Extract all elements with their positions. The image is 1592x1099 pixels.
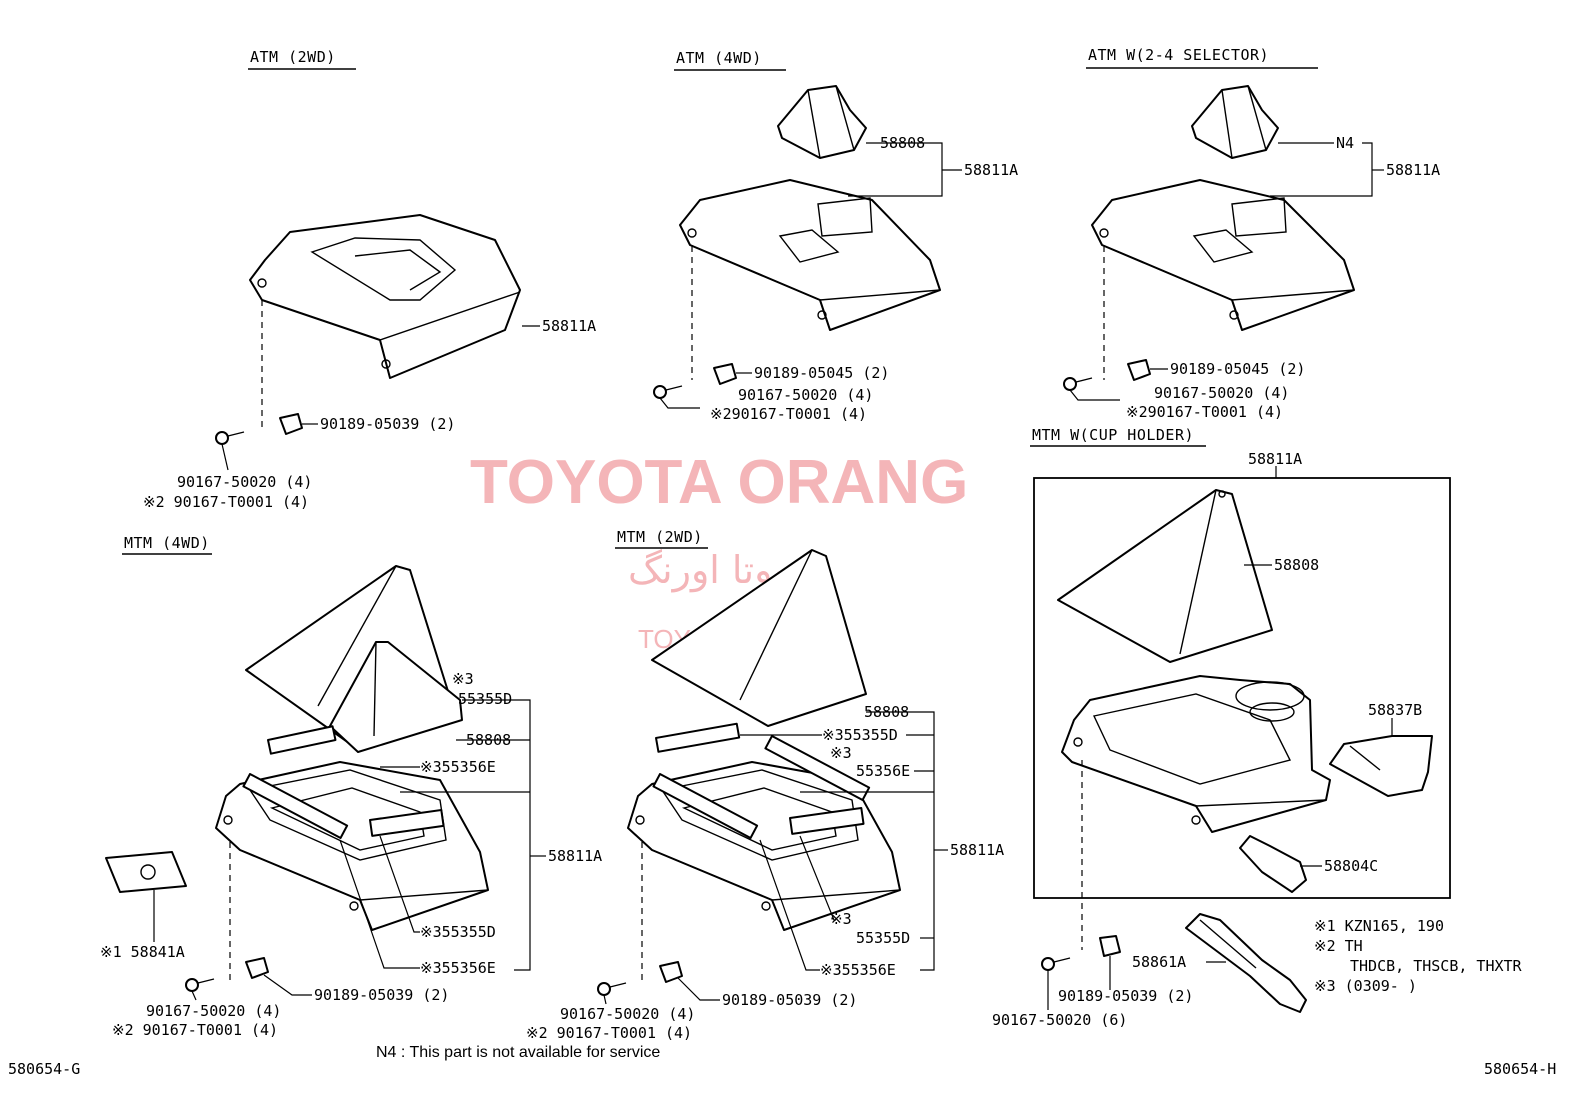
note-2: ※2 TH — [1314, 937, 1363, 955]
console-box-selector — [1091, 179, 1355, 331]
bracket-58861a — [1185, 913, 1307, 1013]
section-atm-selector: ATM W(2-4 SELECTOR) — [1086, 46, 1318, 69]
callout-screw: 90167-50020 (6) — [992, 1011, 1127, 1029]
section-atm-4wd: ATM (4WD) — [674, 49, 786, 71]
figure-code-left: 580654-G — [8, 1060, 80, 1078]
clip-icon — [245, 957, 312, 996]
callout-58808: 58808 — [1274, 556, 1319, 574]
callout-58841a: ※1 58841A — [100, 943, 185, 961]
callout-356-top: ※355356E — [420, 758, 496, 776]
console-box-atm-2wd — [249, 214, 521, 379]
callout-screw: 90167-50020 (4) — [177, 473, 312, 491]
callout-58804c: 58804C — [1324, 857, 1378, 875]
shift-boot-mtm-2wd — [651, 549, 867, 727]
console-box-mtm-4wd — [215, 725, 489, 931]
note-2-models: THDCB, THSCB, THXTR — [1350, 957, 1523, 975]
clip-icon — [279, 413, 318, 435]
callout-n4: N4 — [1336, 134, 1354, 152]
note-3: ※3 (0309- ) — [1314, 977, 1417, 995]
callout-355-bot: ※355355D — [420, 923, 496, 941]
callout-58837b: 58837B — [1368, 701, 1422, 719]
section-title: MTM (4WD) — [124, 534, 210, 552]
callout-clip: 90189-05045 (2) — [754, 364, 889, 382]
callout-screw: 90167-50020 (4) — [146, 1002, 281, 1020]
cup-holder-assembly-frame — [1033, 477, 1451, 899]
callout-screw: 90167-50020 (4) — [738, 386, 873, 404]
shift-boot-atm-4wd — [777, 85, 867, 159]
callout-356-top-b: 55356E — [856, 762, 910, 780]
cup-holder-insert-58837b — [1329, 735, 1433, 797]
callout-screw-alt: ※2 90167-T0001 (4) — [526, 1024, 692, 1042]
screw-icon — [1041, 957, 1071, 1010]
callout-355-top: ※355355D — [822, 726, 898, 744]
callout-clip: 90189-05039 (2) — [314, 986, 449, 1004]
plate-58841a — [105, 851, 187, 942]
section-title: MTM W(CUP HOLDER) — [1032, 426, 1194, 444]
callout-clip: 90189-05045 (2) — [1170, 360, 1305, 378]
callout-clip: 90189-05039 (2) — [1058, 987, 1193, 1005]
screw-icon — [653, 385, 700, 409]
callout-356-bot: ※355356E — [820, 961, 896, 979]
clip-icon — [659, 961, 720, 1001]
callout-screw-alt: ※290167-T0001 (4) — [1126, 403, 1283, 421]
callout-355-top-a: ※3 — [452, 670, 474, 688]
section-title: ATM (2WD) — [250, 48, 336, 66]
cup-holder-console — [1061, 675, 1331, 833]
section-title: ATM (4WD) — [676, 49, 762, 67]
section-mtm-2wd: MTM (2WD) — [615, 528, 708, 549]
section-title: MTM (2WD) — [617, 528, 703, 546]
screw-icon — [215, 431, 245, 471]
callout-356-bot: ※355356E — [420, 959, 496, 977]
screw-icon — [185, 978, 215, 1001]
callout-355-top-b: 55355D — [458, 690, 512, 708]
callout-clip: 90189-05039 (2) — [722, 991, 857, 1009]
callout-screw-alt: ※290167-T0001 (4) — [710, 405, 867, 423]
callout-58808: 58808 — [466, 731, 511, 749]
bracket-58804c — [1239, 835, 1322, 893]
screw-icon — [1063, 377, 1120, 401]
note-1: ※1 KZN165, 190 — [1314, 917, 1444, 935]
note-n4: N4 : This part is not available for serv… — [376, 1044, 660, 1061]
callout-58811a: 58811A — [964, 161, 1018, 179]
callout-screw-alt: ※2 90167-T0001 (4) — [112, 1021, 278, 1039]
clip-icon — [1127, 359, 1168, 381]
callout-screw: 90167-50020 (4) — [560, 1005, 695, 1023]
callout-clip: 90189-05039 (2) — [320, 415, 455, 433]
callout-screw-alt: ※2 90167-T0001 (4) — [143, 493, 309, 511]
watermark-brand: TOYOTA ORANG — [470, 448, 968, 517]
console-box-mtm-2wd — [627, 722, 901, 931]
inner-boot-mtm-4wd — [329, 641, 463, 753]
shift-boot-selector — [1191, 85, 1279, 159]
console-box-atm-4wd — [679, 179, 941, 331]
callout-58861a: 58861A — [1132, 953, 1186, 971]
section-atm-2wd: ATM (2WD) — [248, 48, 356, 70]
section-mtm-4wd: MTM (4WD) — [122, 534, 212, 555]
callout-356-top-a: ※3 — [830, 744, 852, 762]
callout-58811a: 58811A — [1248, 450, 1302, 468]
callout-58808: 58808 — [864, 703, 909, 721]
callout-58811a: 58811A — [950, 841, 1004, 859]
shift-boot-cup-holder — [1057, 489, 1273, 663]
figure-code-right: 580654-H — [1484, 1060, 1556, 1078]
callout-58808: 58808 — [880, 134, 925, 152]
callout-355-bot-a: ※3 — [830, 910, 852, 928]
callout-58811a: 58811A — [548, 847, 602, 865]
clip-icon — [713, 363, 752, 385]
section-mtm-cup-holder: MTM W(CUP HOLDER) — [1030, 426, 1206, 447]
clip-icon — [1099, 935, 1121, 990]
callout-58811a: 58811A — [1386, 161, 1440, 179]
section-title: ATM W(2-4 SELECTOR) — [1088, 46, 1269, 64]
callout-58811a: 58811A — [542, 317, 596, 335]
screw-icon — [597, 982, 627, 1005]
callout-355-bot-b: 55355D — [856, 929, 910, 947]
callout-screw: 90167-50020 (4) — [1154, 384, 1289, 402]
